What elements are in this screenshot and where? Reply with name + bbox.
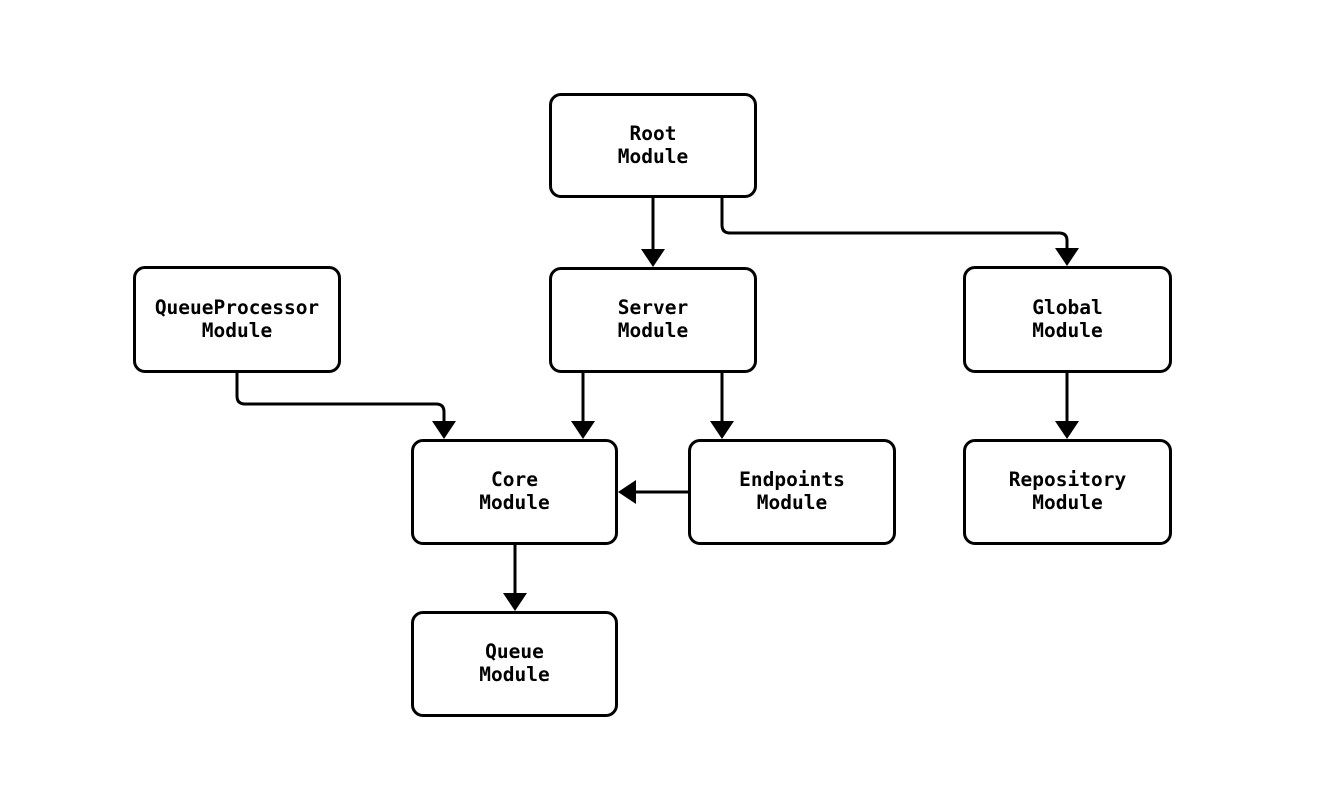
arrowhead-core-to-queue	[503, 593, 527, 611]
arrowhead-global-to-repository	[1055, 421, 1079, 439]
node-queueprocessor: QueueProcessor Module	[133, 266, 341, 373]
node-label-core: Core Module	[479, 468, 550, 514]
node-label-queueprocessor: QueueProcessor Module	[154, 295, 320, 342]
arrowhead-root-to-global	[1055, 248, 1079, 266]
arrowhead-server-to-core	[571, 421, 595, 439]
node-label-global: Global Module	[1032, 295, 1103, 342]
arrowhead-root-to-server	[641, 249, 665, 267]
edge-queueprocessor-to-core	[235, 373, 446, 421]
arrowhead-queueprocessor-to-core	[432, 421, 456, 439]
node-label-queue: Queue Module	[479, 640, 550, 686]
node-label-server: Server Module	[617, 296, 689, 342]
node-server: Server Module	[549, 267, 757, 373]
node-label-repository: Repository Module	[1008, 468, 1127, 514]
node-label-endpoints: Endpoints Module	[739, 468, 845, 514]
node-label-root: Root Module	[617, 121, 689, 168]
node-global: Global Module	[963, 266, 1172, 373]
edge-root-to-global	[720, 198, 1069, 248]
arrowhead-server-to-endpoints	[710, 421, 734, 439]
node-repository: Repository Module	[963, 439, 1172, 545]
arrowhead-endpoints-to-core	[618, 480, 636, 504]
node-core: Core Module	[411, 439, 618, 545]
node-endpoints: Endpoints Module	[688, 439, 896, 545]
node-queue: Queue Module	[411, 611, 618, 717]
node-root: Root Module	[549, 93, 757, 198]
